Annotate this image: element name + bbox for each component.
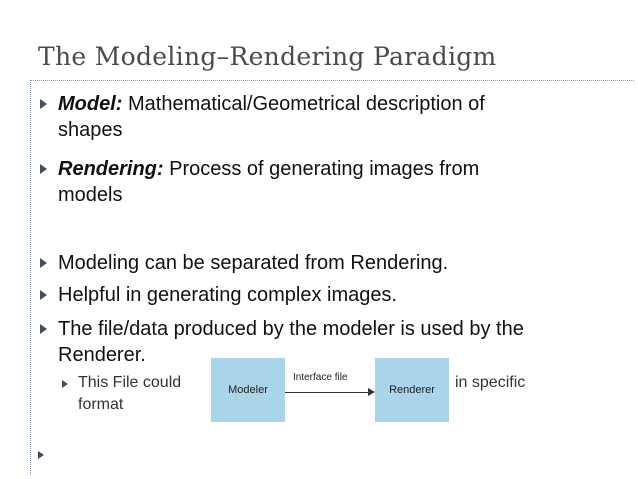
bullet-arrow-icon	[40, 99, 47, 109]
interface-arrow-line	[285, 392, 369, 393]
model-description: Mathematical/Geometrical description of	[122, 93, 485, 115]
point-separation: Modeling can be separated from Rendering…	[58, 252, 449, 274]
term-model: Model:	[58, 93, 123, 115]
sub-point-line2: format	[78, 396, 124, 413]
empty-bullet-arrow-icon	[38, 451, 44, 459]
rendering-description-cont: models	[58, 184, 123, 206]
rendering-description: Process of generating images from	[163, 158, 480, 180]
point-file-data-line1: The file/data produced by the modeler is…	[58, 318, 524, 340]
point-complex-images: Helpful in generating complex images.	[58, 284, 398, 306]
arrow-head-icon	[368, 388, 375, 396]
point-file-data-line2: Renderer.	[58, 344, 146, 366]
bullet-arrow-icon	[40, 290, 47, 300]
model-description-cont: shapes	[58, 119, 123, 141]
bullet-rendering: Rendering: Process of generating images …	[58, 156, 479, 208]
title-underline	[30, 80, 634, 81]
slide-title: The Modeling–Rendering Paradigm	[38, 42, 497, 71]
sub-bullet-arrow-icon	[62, 380, 68, 388]
point-file-data: The file/data produced by the modeler is…	[58, 316, 524, 368]
sub-point-right: in specific	[455, 374, 526, 391]
left-dotted-border	[30, 80, 31, 475]
bullet-arrow-icon	[40, 164, 47, 174]
bullet-arrow-icon	[40, 324, 47, 334]
renderer-box: Renderer	[375, 358, 449, 422]
modeler-renderer-diagram: Modeler Interface file Renderer	[205, 352, 453, 428]
bullet-arrow-icon	[40, 258, 47, 268]
modeler-box: Modeler	[211, 358, 285, 422]
term-rendering: Rendering:	[58, 158, 164, 180]
sub-point-left: This File could	[78, 374, 182, 391]
bullet-model: Model: Mathematical/Geometrical descript…	[58, 91, 485, 143]
interface-file-label: Interface file	[293, 372, 348, 383]
